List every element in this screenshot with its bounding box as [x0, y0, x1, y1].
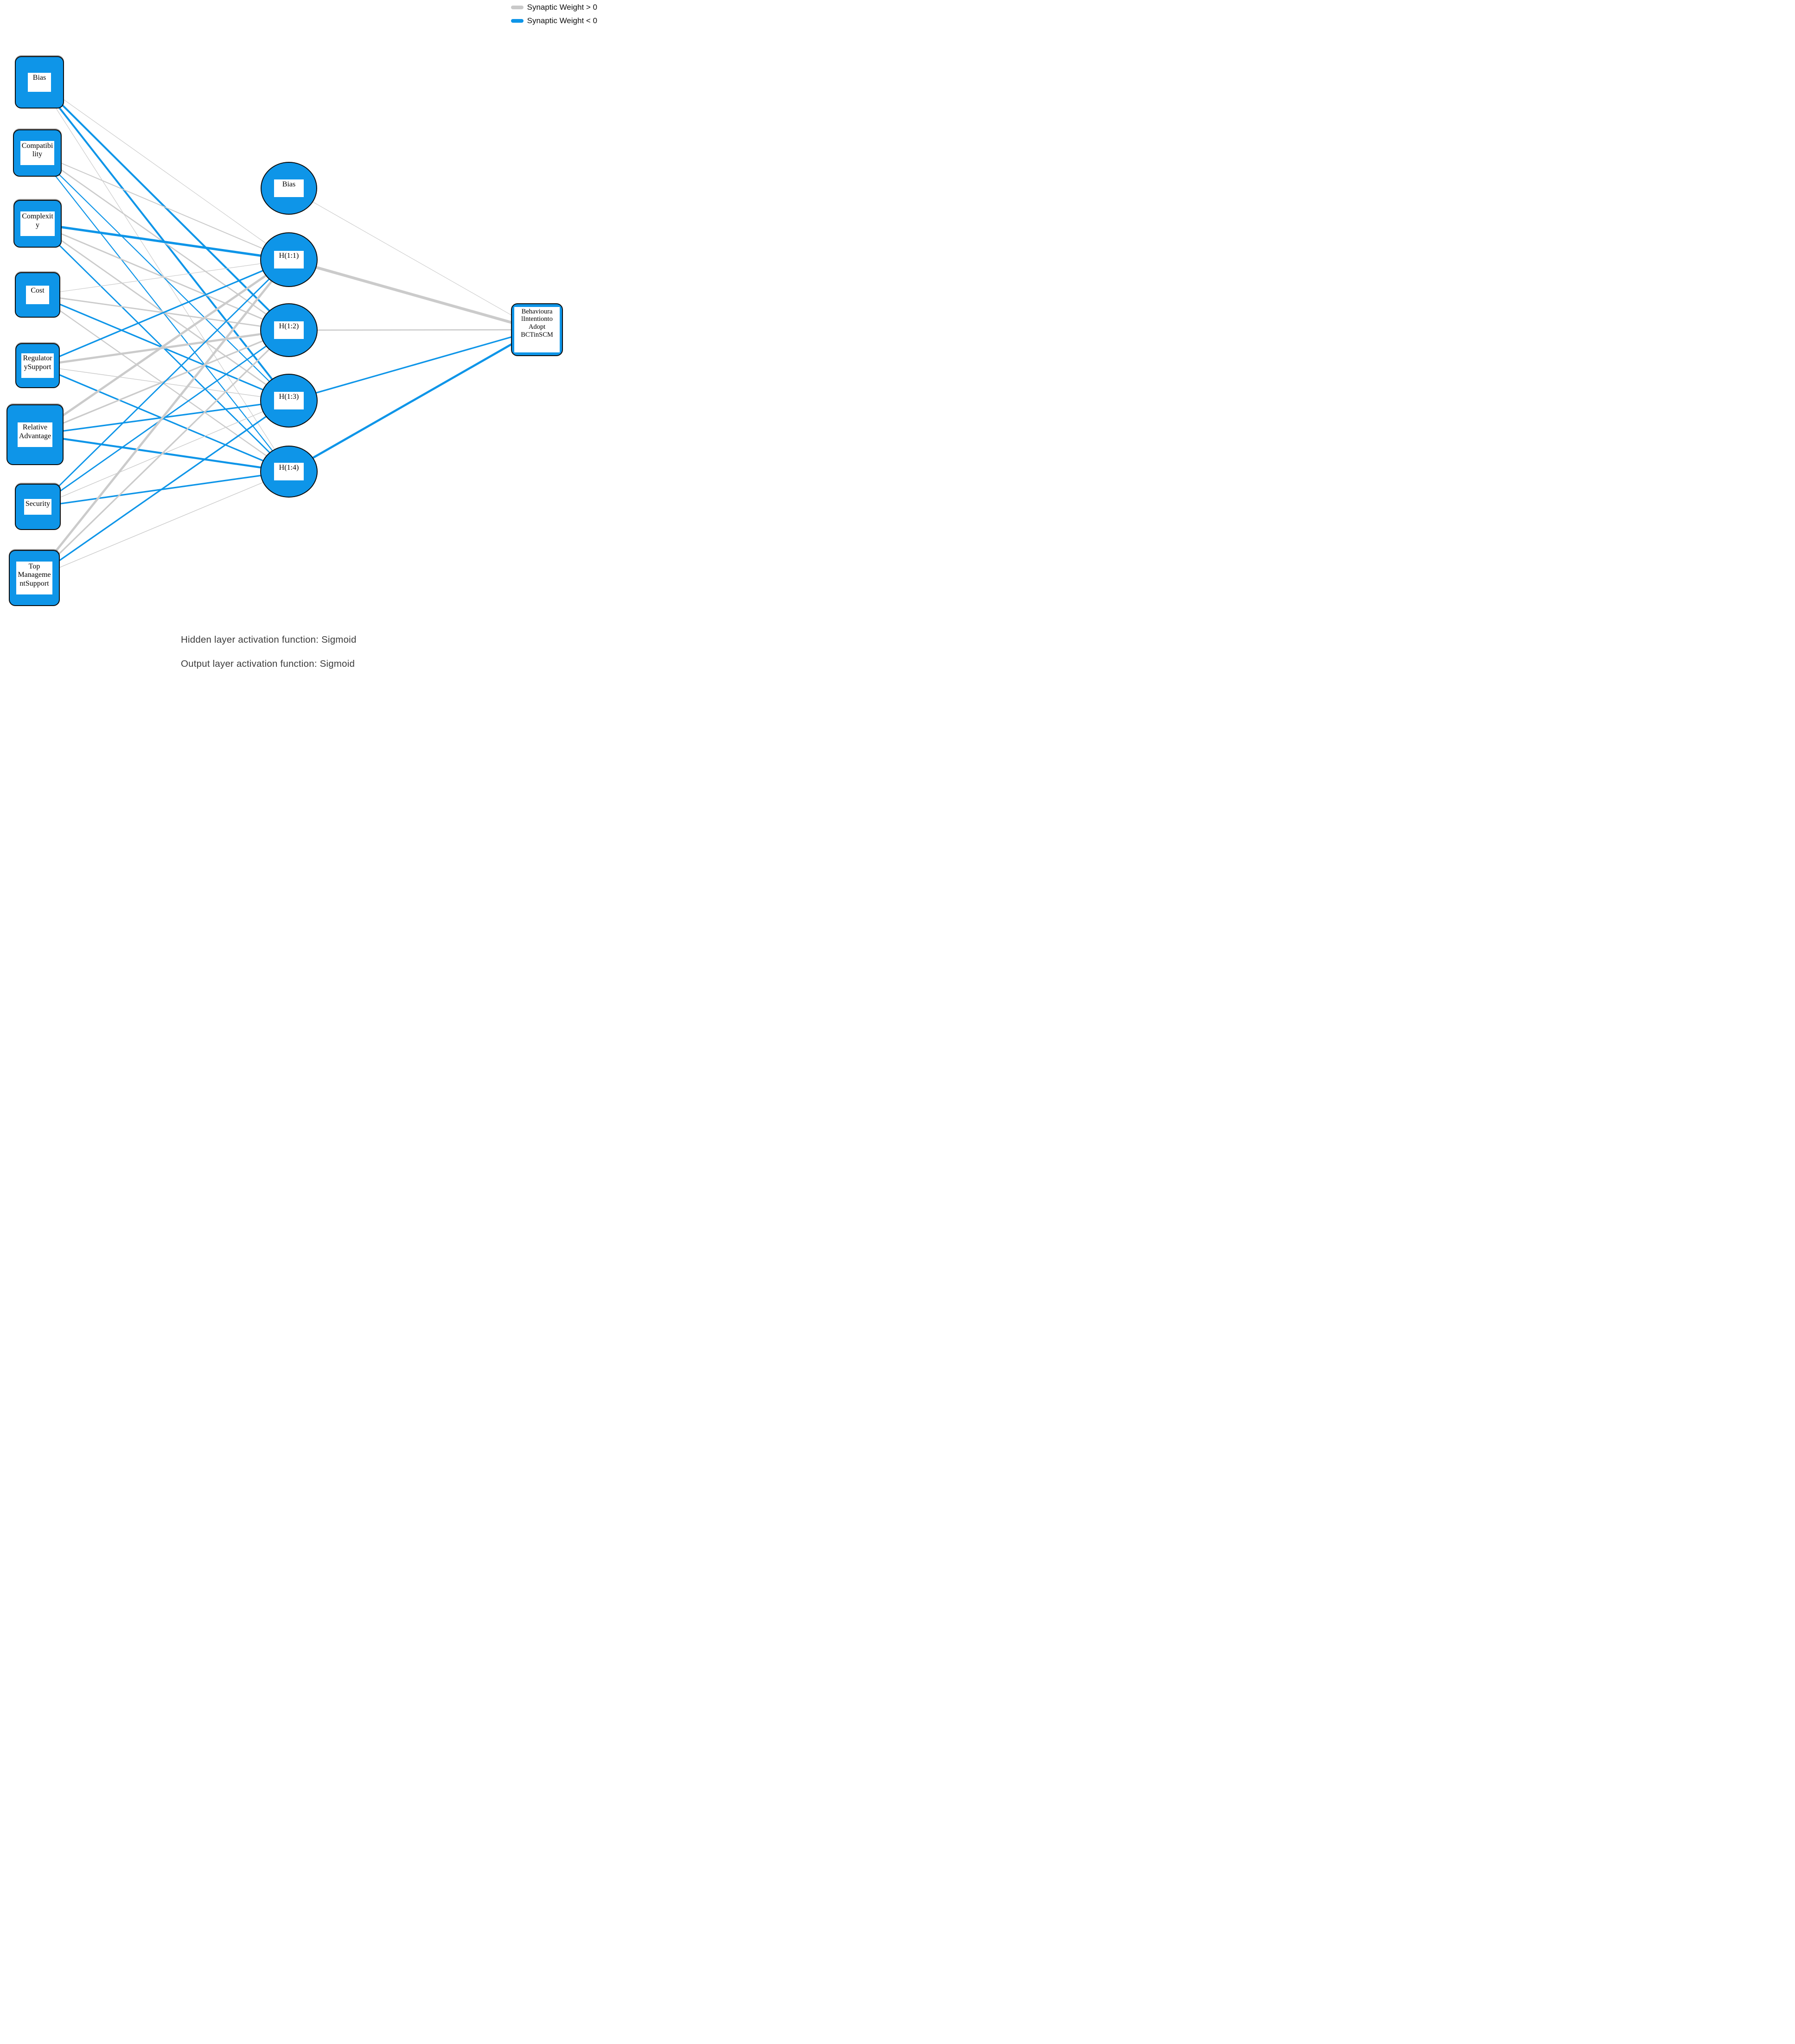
input-node-label-regulatory-support: Regulator ySupport	[21, 353, 54, 378]
edge-security-to-h11	[37, 259, 289, 507]
input-node-bias-input: Bias	[15, 56, 64, 109]
input-node-label-top-management-support: Top Manageme ntSupport	[16, 561, 52, 595]
negative-weight-swatch	[511, 19, 524, 23]
input-node-security: Security	[15, 484, 61, 530]
legend-row-negative: Synaptic Weight < 0	[511, 16, 597, 26]
input-node-label-relative-advantage: Relative Advantage	[17, 422, 53, 447]
edge-h14-to-output	[288, 329, 538, 473]
output-node-output: Behavioura lIntentionto Adopt BCTinSCM	[511, 303, 563, 356]
edge-compatibility-to-h11	[37, 153, 289, 260]
input-node-top-management-support: Top Manageme ntSupport	[9, 550, 60, 606]
hidden-activation-caption: Hidden layer activation function: Sigmoi…	[181, 634, 357, 645]
output-node-label-output: Behavioura lIntentionto Adopt BCTinSCM	[514, 307, 560, 353]
edge-relative-advantage-to-h11	[34, 259, 290, 436]
synaptic-edges-layer	[33, 82, 538, 579]
input-node-compatibility: Compatibi lity	[13, 129, 62, 177]
edge-relative-advantage-to-h12	[34, 329, 289, 435]
edge-regulatory-support-to-h12	[37, 329, 289, 367]
edge-top-management-support-to-h14	[34, 471, 289, 579]
hidden-node-label-bias-hidden: Bias	[274, 179, 304, 198]
edge-cost-to-h11	[37, 259, 289, 295]
legend-label-positive: Synaptic Weight > 0	[527, 3, 597, 12]
input-node-label-security: Security	[24, 498, 52, 515]
legend: Synaptic Weight > 0 Synaptic Weight < 0	[511, 3, 597, 26]
edge-h13-to-output	[288, 329, 537, 402]
edge-complexity-to-h11	[37, 223, 289, 261]
hidden-node-h11: H(1:1)	[260, 232, 318, 287]
hidden-node-h14: H(1:4)	[260, 446, 318, 498]
edge-security-to-h14	[38, 471, 289, 508]
legend-label-negative: Synaptic Weight < 0	[527, 16, 597, 25]
edge-top-management-support-to-h11	[33, 259, 290, 579]
hidden-node-label-h14: H(1:4)	[274, 462, 304, 481]
output-activation-caption: Output layer activation function: Sigmoi…	[181, 658, 355, 669]
hidden-node-label-h12: H(1:2)	[274, 321, 304, 339]
hidden-node-bias-hidden: Bias	[261, 162, 317, 215]
edge-security-to-h13	[38, 400, 289, 507]
edge-top-management-support-to-h13	[34, 400, 289, 579]
legend-row-positive: Synaptic Weight > 0	[511, 3, 597, 12]
positive-weight-swatch	[511, 6, 524, 9]
input-node-relative-advantage: Relative Advantage	[6, 404, 64, 465]
hidden-node-label-h11: H(1:1)	[274, 250, 304, 269]
edge-bias-hidden-to-output	[288, 188, 537, 330]
input-node-complexity: Complexit y	[13, 200, 62, 248]
input-node-label-complexity: Complexit y	[20, 211, 55, 236]
input-node-regulatory-support: Regulator ySupport	[15, 343, 60, 388]
input-node-label-cost: Cost	[26, 285, 49, 305]
input-node-label-compatibility: Compatibi lity	[20, 141, 55, 166]
input-node-label-bias-input: Bias	[28, 73, 51, 92]
edge-bias-input-to-h12	[38, 82, 290, 331]
edge-security-to-h12	[37, 329, 289, 508]
hidden-node-h13: H(1:3)	[260, 374, 318, 428]
hidden-node-label-h13: H(1:3)	[274, 391, 304, 410]
edge-h11-to-output	[288, 258, 537, 331]
edge-regulatory-support-to-h11	[37, 259, 289, 366]
edge-top-management-support-to-h12	[33, 329, 290, 579]
hidden-node-h12: H(1:2)	[260, 303, 318, 357]
input-node-cost: Cost	[15, 272, 60, 318]
edge-bias-input-to-h11	[39, 82, 289, 260]
